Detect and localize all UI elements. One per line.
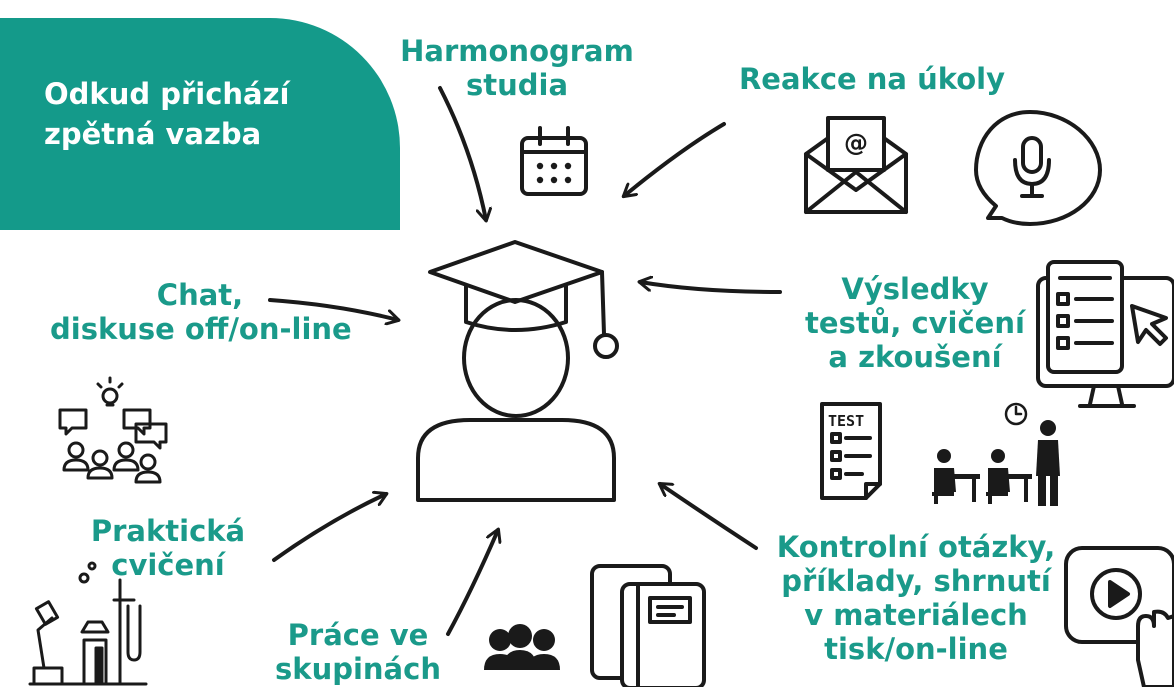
arrow-prakticka bbox=[272, 494, 386, 562]
title-line-1: Odkud přichází bbox=[44, 77, 290, 111]
calendar-dots bbox=[536, 162, 572, 184]
label-prace-line-1: Práce ve bbox=[287, 618, 429, 652]
discussion-group-icon bbox=[58, 376, 168, 484]
books-icon bbox=[590, 564, 706, 687]
calendar-icon bbox=[520, 126, 588, 196]
arrow-reakce bbox=[624, 122, 726, 196]
label-kontrolni-line-1: Kontrolní otázky, bbox=[776, 530, 1056, 564]
test-sheet-icon bbox=[820, 402, 882, 500]
label-vysledky-line-3: a zkoušení bbox=[828, 340, 1002, 374]
label-prakticka: Praktická cvičení bbox=[82, 514, 254, 582]
label-vysledky: Výsledky testů, cvičení a zkoušení bbox=[800, 272, 1030, 374]
label-kontrolni: Kontrolní otázky, příklady, shrnutí v ma… bbox=[766, 530, 1066, 666]
label-prace: Práce ve skupinách bbox=[270, 618, 446, 686]
graduate-icon bbox=[416, 240, 619, 502]
label-reakce-line-1: Reakce na úkoly bbox=[738, 62, 1006, 96]
title-line-2: zpětná vazba bbox=[44, 117, 262, 151]
label-chat-line-1: Chat, bbox=[156, 278, 244, 312]
label-prakticka-line-1: Praktická bbox=[90, 514, 246, 548]
label-reakce: Reakce na úkoly bbox=[722, 62, 1022, 96]
title-panel bbox=[0, 18, 400, 230]
teacher-icon bbox=[1036, 420, 1060, 506]
clock-icon bbox=[1004, 402, 1028, 426]
arrow-kontrolni bbox=[660, 484, 758, 550]
label-chat: Chat, diskuse off/on-line bbox=[50, 278, 352, 346]
label-harmonogram: Harmonogram studia bbox=[392, 34, 642, 102]
label-harmonogram-line-2: studia bbox=[465, 68, 569, 102]
label-prace-line-2: skupinách bbox=[275, 652, 441, 686]
arrow-vysledky bbox=[640, 282, 782, 294]
lab-equipment-icon bbox=[28, 561, 148, 686]
label-kontrolni-line-4: tisk/on-line bbox=[824, 632, 1008, 666]
email-envelope-icon bbox=[804, 116, 908, 214]
arrow-prace bbox=[446, 530, 498, 636]
label-prakticka-line-2: cvičení bbox=[111, 548, 225, 582]
label-kontrolni-line-2: příklady, shrnutí bbox=[781, 564, 1051, 598]
label-harmonogram-line-1: Harmonogram bbox=[400, 34, 634, 68]
tablet-video-icon bbox=[1064, 546, 1174, 687]
label-vysledky-line-1: Výsledky bbox=[841, 272, 989, 306]
arrow-harmonogram bbox=[438, 86, 486, 220]
email-at-symbol: @ bbox=[844, 129, 868, 157]
microphone-bubble-icon bbox=[974, 110, 1102, 226]
test-sheet-text: TEST bbox=[828, 412, 864, 430]
people-group-icon bbox=[484, 624, 560, 670]
label-chat-line-2: diskuse off/on-line bbox=[50, 312, 352, 346]
monitor-form-icon bbox=[1036, 260, 1174, 408]
students-at-desks-icon bbox=[932, 449, 1032, 504]
label-vysledky-line-2: testů, cvičení bbox=[805, 306, 1025, 340]
label-kontrolni-line-3: v materiálech bbox=[804, 598, 1028, 632]
arrow-chat bbox=[268, 298, 398, 320]
page-title: Odkud přichází zpětná vazba bbox=[44, 74, 289, 154]
